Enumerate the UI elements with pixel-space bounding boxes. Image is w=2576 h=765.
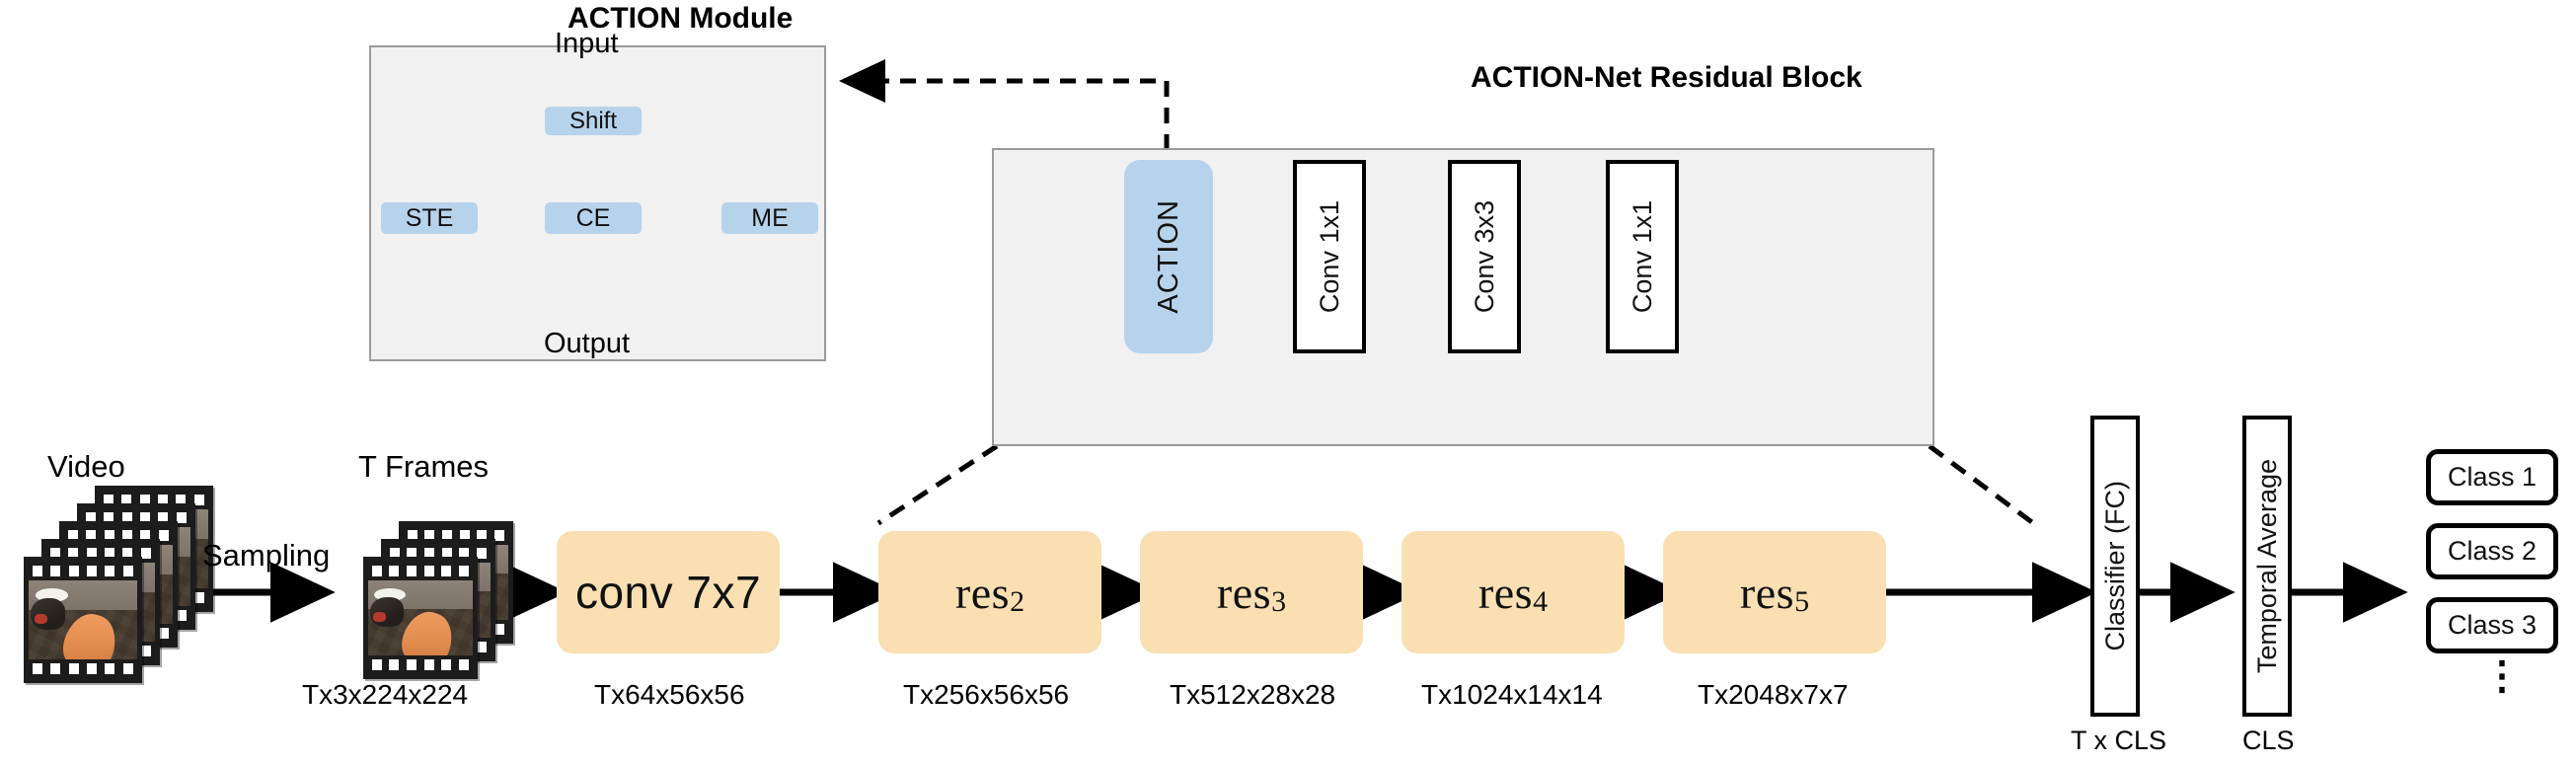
stage-res5-subscript: 5 — [1794, 585, 1810, 618]
sprocket-holes-bottom — [368, 659, 473, 670]
film-frame — [363, 557, 478, 679]
ce-label: CE — [575, 203, 611, 232]
stage-res5-label: res — [1739, 567, 1795, 618]
classifier-block[interactable]: Classifier (FC) — [2090, 416, 2140, 717]
dashed-action-link — [839, 59, 1170, 150]
sprocket-holes-top — [64, 530, 173, 541]
stage-res2-dims: Tx256x56x56 — [903, 679, 1070, 710]
stage-res3-subscript: 3 — [1271, 585, 1287, 618]
sprocket-holes-top — [46, 548, 155, 559]
me-label: ME — [751, 203, 789, 232]
stage-res5-dims: Tx2048x7x7 — [1698, 679, 1849, 710]
class-3-box[interactable]: Class 3 — [2426, 597, 2558, 653]
action-module-title: ACTION Module — [568, 2, 794, 35]
conv-1x1-first[interactable]: Conv 1x1 — [1293, 160, 1366, 353]
class-2-box[interactable]: Class 2 — [2426, 523, 2558, 579]
class-1-box[interactable]: Class 1 — [2426, 449, 2558, 505]
conv-1x1-first-label: Conv 1x1 — [1314, 199, 1344, 314]
sprocket-holes-top — [100, 495, 208, 505]
stage-conv7x7[interactable]: conv 7x7 — [557, 531, 780, 653]
stage-conv7x7-label: conv 7x7 — [574, 567, 762, 618]
ste-label: STE — [405, 203, 454, 232]
classifier-dims: T x CLS — [2071, 726, 2167, 755]
dashed-zoom-lines — [876, 443, 2035, 526]
classifier-label: Classifier (FC) — [2099, 481, 2130, 651]
temporal-average-block[interactable]: Temporal Average — [2242, 416, 2292, 717]
stage-res3-label: res — [1216, 567, 1272, 618]
action-block-label: ACTION — [1152, 199, 1184, 314]
residual-block-title: ACTION-Net Residual Block — [1471, 61, 1862, 94]
sprocket-holes-top — [368, 566, 473, 576]
class-ellipsis: ⋮ — [2482, 654, 2522, 698]
me-block[interactable]: ME — [721, 202, 818, 234]
ce-block[interactable]: CE — [545, 202, 642, 234]
sprocket-holes-top — [386, 548, 491, 559]
conv-1x1-second-label: Conv 1x1 — [1627, 199, 1657, 314]
temporal-average-label: Temporal Average — [2251, 458, 2282, 674]
ste-block[interactable]: STE — [381, 202, 478, 234]
sampling-label: Sampling — [202, 538, 331, 573]
stage-res4-subscript: 4 — [1533, 585, 1549, 618]
temporal-average-dims: CLS — [2242, 726, 2295, 755]
shift-label: Shift — [568, 107, 618, 134]
stage-res2-subscript: 2 — [1010, 585, 1025, 618]
action-block[interactable]: ACTION — [1124, 160, 1213, 353]
shift-block[interactable]: Shift — [545, 107, 642, 135]
action-module-input-label: Input — [555, 28, 619, 59]
film-frame — [24, 557, 142, 683]
class-1-label: Class 1 — [2447, 462, 2538, 492]
video-label: Video — [47, 449, 125, 484]
stage-res3-dims: Tx512x28x28 — [1170, 679, 1336, 710]
sprocket-holes-bottom — [29, 663, 137, 674]
stage-res4-label: res — [1477, 567, 1534, 618]
sprocket-holes-top — [29, 566, 137, 576]
sprocket-holes-top — [404, 530, 508, 541]
frame-image — [29, 580, 137, 659]
class-3-label: Class 3 — [2447, 610, 2538, 640]
action-module-output-label: Output — [544, 328, 631, 359]
stage-res2-label: res — [954, 567, 1011, 618]
class-2-label: Class 2 — [2447, 536, 2538, 566]
sprocket-holes-top — [82, 512, 190, 523]
frame-image — [368, 580, 473, 655]
stage-res4-dims: Tx1024x14x14 — [1421, 679, 1603, 710]
conv-3x3[interactable]: Conv 3x3 — [1448, 160, 1521, 353]
frames-dims-label: Tx3x224x224 — [302, 679, 469, 710]
conv-1x1-second[interactable]: Conv 1x1 — [1606, 160, 1679, 353]
conv-3x3-label: Conv 3x3 — [1469, 199, 1499, 314]
frames-label: T Frames — [358, 449, 490, 484]
stage-conv7x7-dims: Tx64x56x56 — [594, 679, 745, 710]
